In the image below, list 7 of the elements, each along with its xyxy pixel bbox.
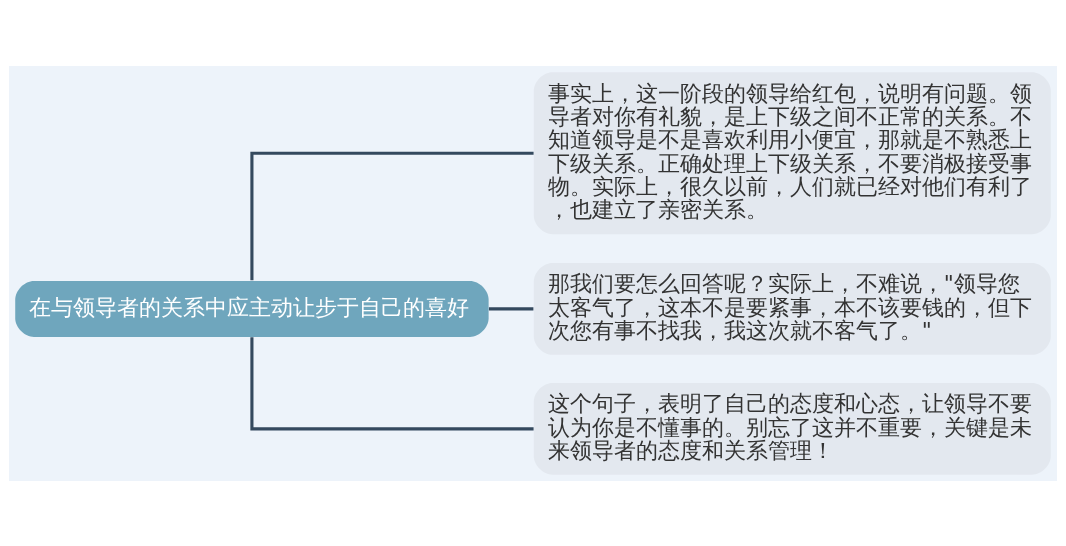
connector bbox=[250, 336, 534, 430]
node-box: 事实上，这一阶段的领导给红包，说明有问题。领导者对你有礼貌，是上下级之间不正常的关系。不知道领导是不是喜欢利用小便宜，那就是不熟悉上下级关系。正确处理上下级关系，不要消极接受事物。实际上，很久以前，人们就已经对他们有利了，也建立了亲密关系。 bbox=[533, 71, 1051, 234]
connector bbox=[250, 151, 534, 280]
node-box: 在与领导者的关系中应主动让步于自己的喜好 bbox=[15, 280, 489, 337]
node-box: 这个句子，表明了自己的态度和心态，让领导不要认为你是不懂事的。别忘了这并不重要，关键是未来领导者的态度和关系管理！ bbox=[533, 382, 1051, 475]
connector bbox=[488, 306, 534, 310]
node-box: 那我们要怎么回答呢？实际上，不难说，"领导您太客气了，这本不是要紧事，本不该要钱的，但下次您有事不找我，我这次就不客气了。" bbox=[533, 262, 1051, 355]
